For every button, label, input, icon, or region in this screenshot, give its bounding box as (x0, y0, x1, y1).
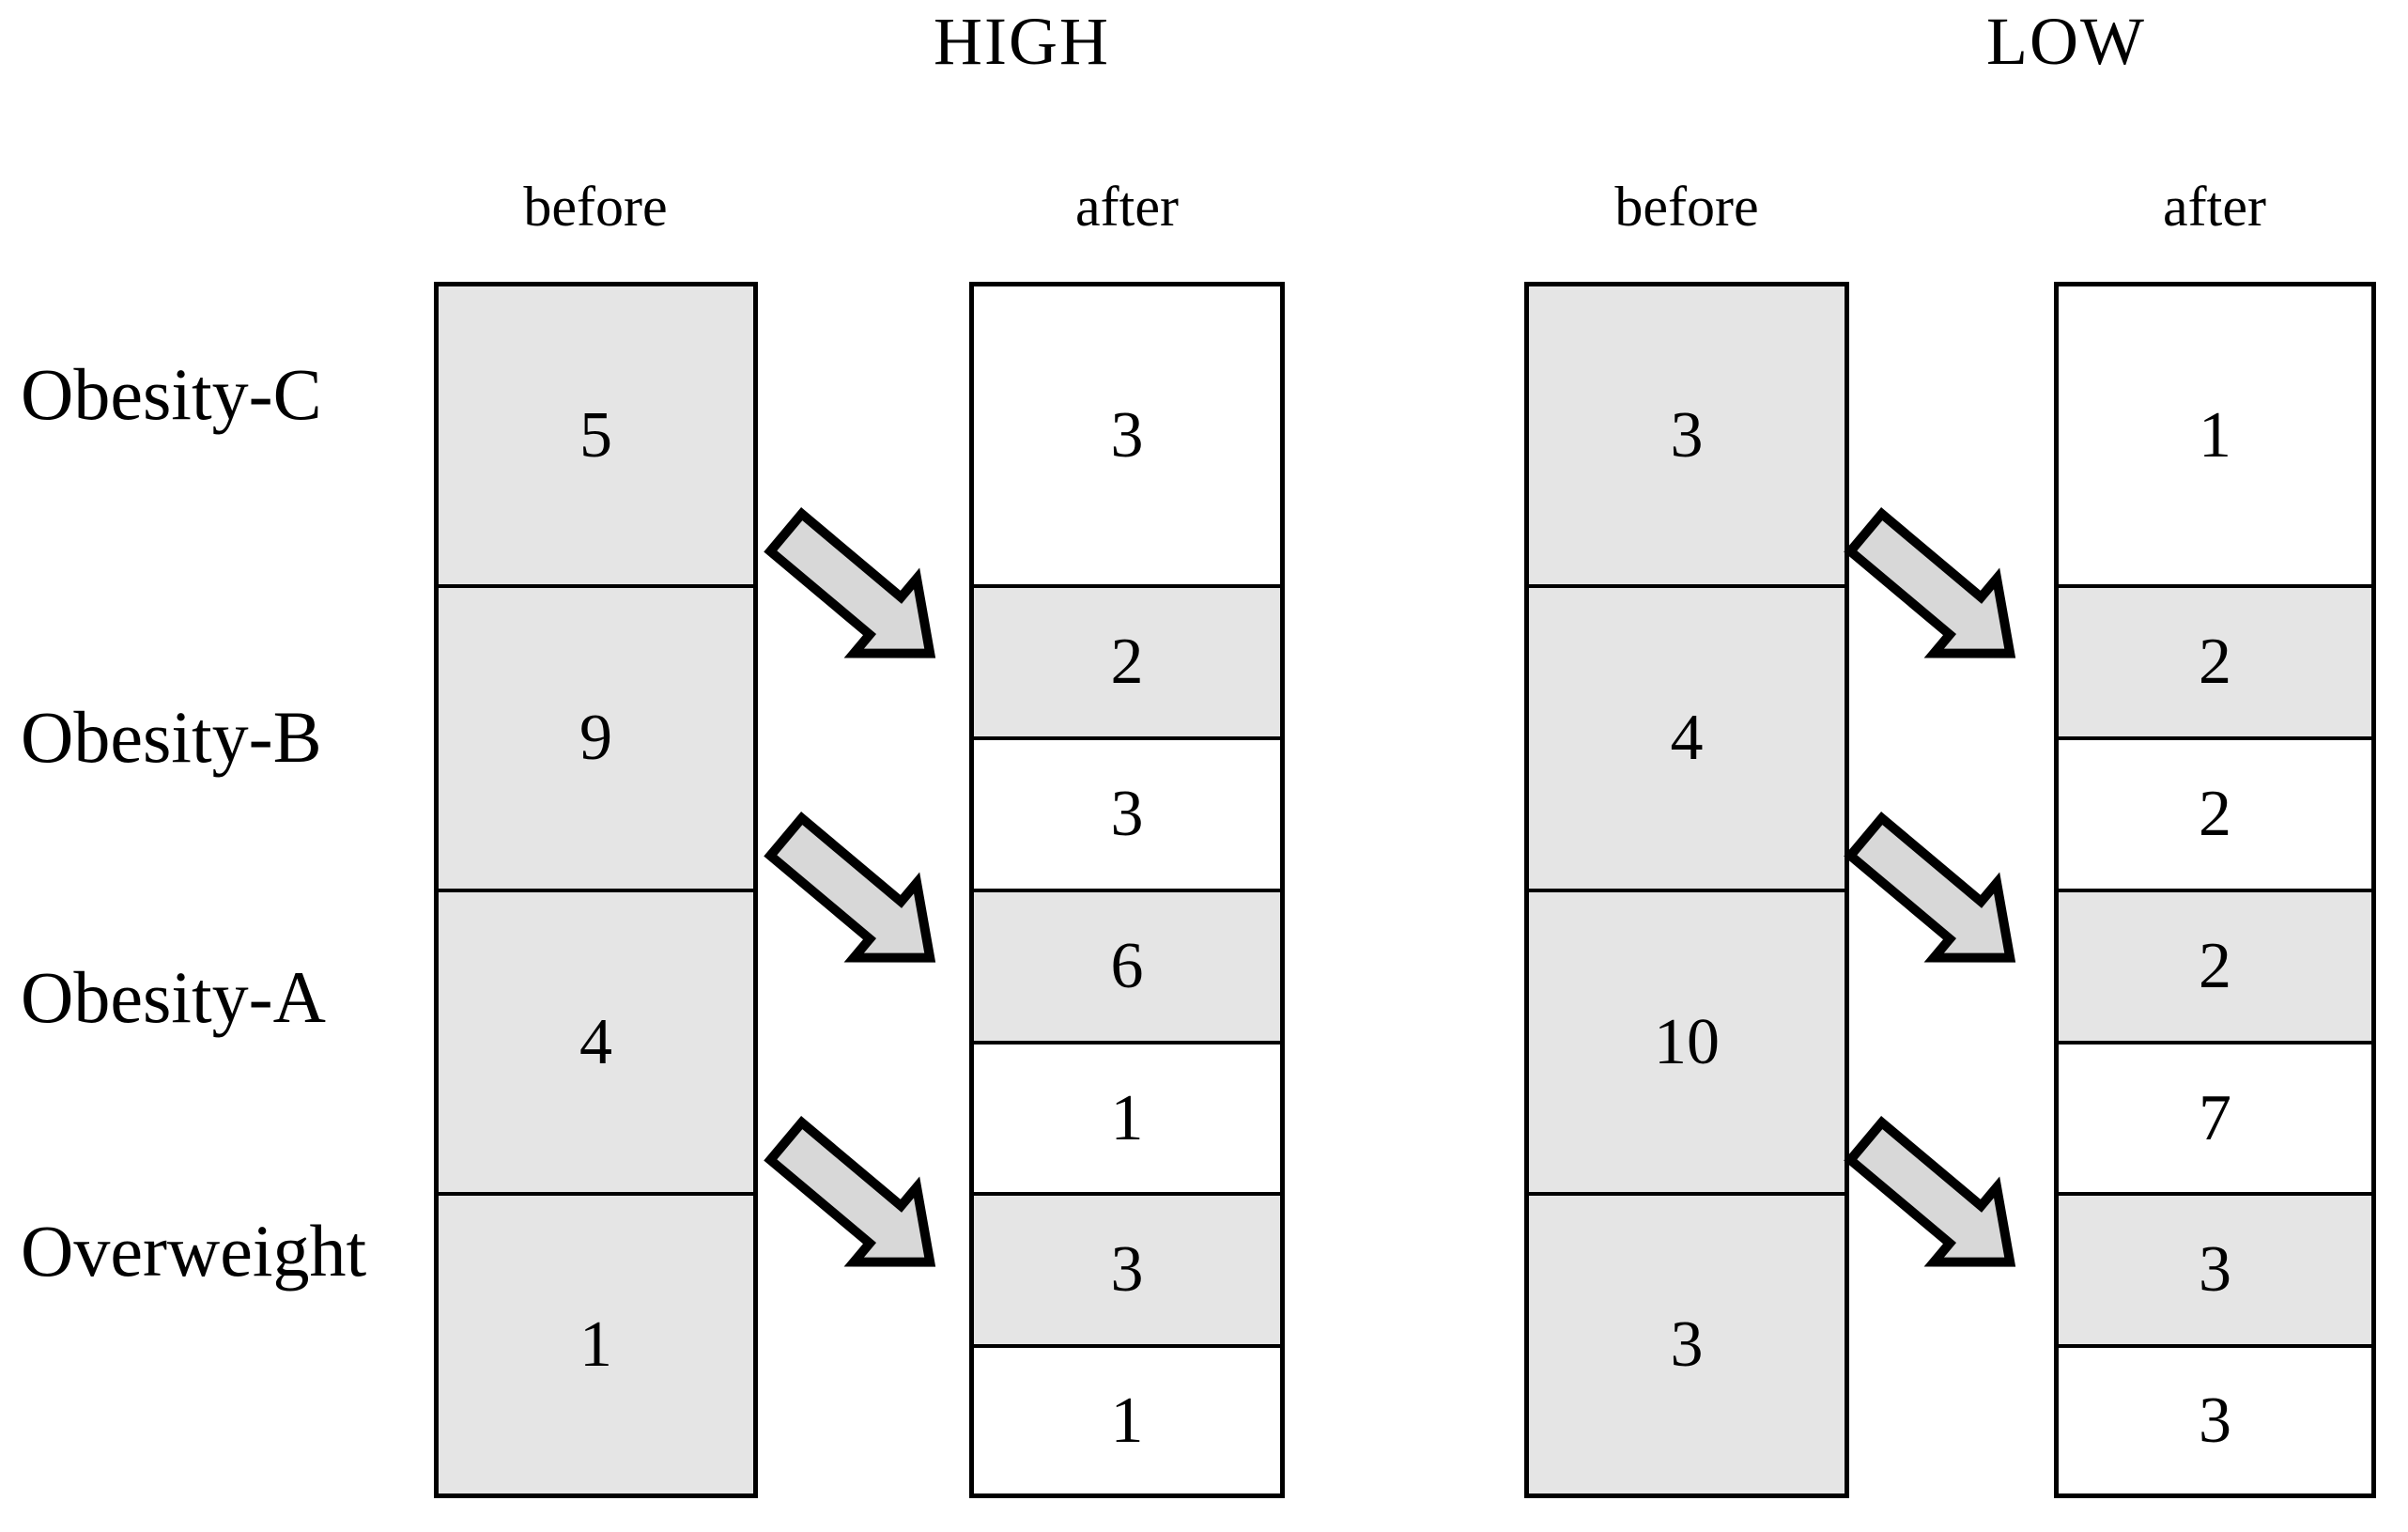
transfer-arrow-icon (1844, 812, 2016, 963)
before-cell: 10 (1529, 889, 1845, 1192)
after-cell: 1 (974, 1041, 1280, 1192)
after-cell: 3 (974, 286, 1280, 584)
after-cell: 2 (2059, 889, 2371, 1041)
row-label-obesity-c: Obesity-C (21, 353, 322, 435)
transfer-arrow-icon (1844, 1116, 2016, 1267)
before-cell: 5 (439, 286, 753, 584)
column-header-after-low: after (2163, 176, 2266, 238)
before-cell: 9 (439, 584, 753, 889)
column-header-before-low: before (1614, 176, 1759, 238)
before-cell: 4 (439, 889, 753, 1192)
after-cell: 3 (2059, 1344, 2371, 1493)
group-title-high: HIGH (934, 4, 1110, 79)
after-cell: 6 (974, 889, 1280, 1041)
after-cell: 7 (2059, 1041, 2371, 1192)
after-cell: 3 (974, 736, 1280, 889)
transfer-arrow-icon (764, 812, 936, 963)
transfer-arrow-icon (1844, 507, 2016, 658)
after-cell: 1 (2059, 286, 2371, 584)
column-header-before-high: before (523, 176, 668, 238)
before-cell: 3 (1529, 1192, 1845, 1493)
group-title-low: LOW (1986, 4, 2146, 79)
after-column-low: 1 2 2 2 7 3 3 (2054, 282, 2376, 1498)
after-cell: 2 (974, 584, 1280, 736)
before-cell: 1 (439, 1192, 753, 1493)
transfer-arrow-icon (764, 507, 936, 658)
after-cell: 2 (2059, 736, 2371, 889)
before-column-high: 5 9 4 1 (434, 282, 758, 1498)
row-label-obesity-b: Obesity-B (21, 696, 322, 778)
after-column-high: 3 2 3 6 1 3 1 (969, 282, 1285, 1498)
row-label-obesity-a: Obesity-A (21, 956, 326, 1038)
after-cell: 3 (974, 1192, 1280, 1344)
row-label-overweight: Overweight (21, 1210, 367, 1292)
before-cell: 3 (1529, 286, 1845, 584)
transfer-arrow-icon (764, 1116, 936, 1267)
before-cell: 4 (1529, 584, 1845, 889)
after-cell: 3 (2059, 1192, 2371, 1344)
after-cell: 1 (974, 1344, 1280, 1493)
before-column-low: 3 4 10 3 (1524, 282, 1849, 1498)
after-cell: 2 (2059, 584, 2371, 736)
column-header-after-high: after (1075, 176, 1179, 238)
